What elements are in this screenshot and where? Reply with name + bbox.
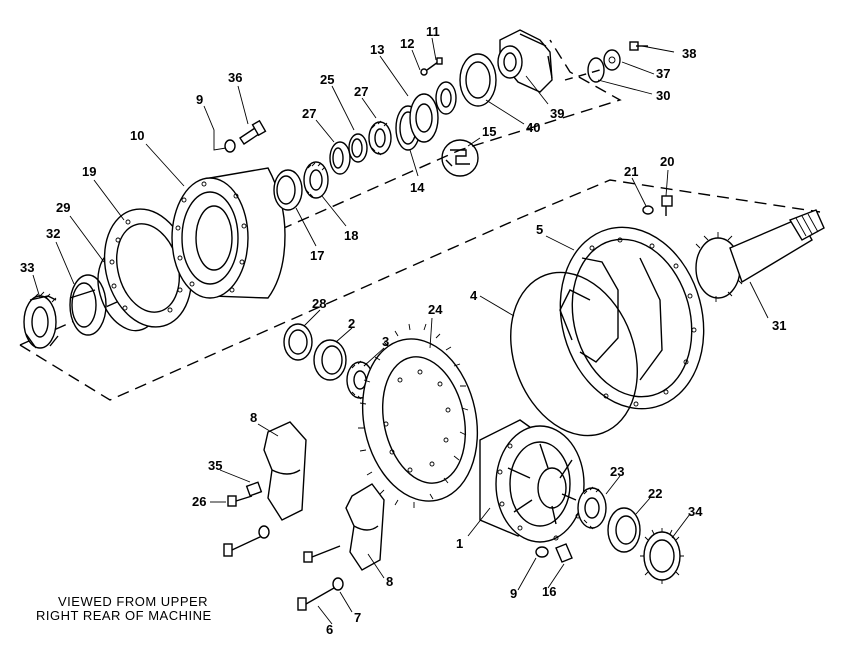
callout-35: 35 xyxy=(208,458,222,473)
callout-27-right: 27 xyxy=(354,84,368,99)
part-6-bolt xyxy=(297,587,335,611)
callout-14: 14 xyxy=(410,180,425,195)
callout-2: 2 xyxy=(348,316,355,331)
part-28-bearing-cup xyxy=(283,323,313,361)
callout-6: 6 xyxy=(326,622,333,637)
part-25-spacer xyxy=(348,133,368,163)
callout-22: 22 xyxy=(648,486,662,501)
callout-15: 15 xyxy=(482,124,496,139)
callout-23: 23 xyxy=(610,464,624,479)
part-26-bolt-lower xyxy=(223,525,270,557)
part-38-bolt xyxy=(629,41,648,51)
callout-8-upper: 8 xyxy=(250,410,257,425)
callout-36: 36 xyxy=(228,70,242,85)
callout-19: 19 xyxy=(82,164,96,179)
caption-line-1: VIEWED FROM UPPER xyxy=(58,594,208,609)
part-22-bearing-cup xyxy=(607,507,641,553)
callout-25: 25 xyxy=(320,72,334,87)
callout-13: 13 xyxy=(370,42,384,57)
part-35-lock-plate xyxy=(245,481,263,497)
callout-9-upper: 9 xyxy=(196,92,203,107)
callout-3: 3 xyxy=(382,334,389,349)
callout-12: 12 xyxy=(400,36,414,51)
part-8-bearing-cap-lower xyxy=(345,483,385,571)
callout-11: 11 xyxy=(426,24,440,39)
assembly-boundary-dashed-line xyxy=(19,39,821,401)
part-2-bearing-cup xyxy=(313,339,347,381)
callout-33: 33 xyxy=(20,260,34,275)
callout-20: 20 xyxy=(660,154,674,169)
part-8-bearing-cap-upper xyxy=(263,421,307,521)
part-10-bearing-cage-housing xyxy=(171,167,286,299)
part-9-washer-lower xyxy=(535,546,549,558)
part-12-lockwasher xyxy=(420,68,428,76)
part-27-spacer-ring xyxy=(329,141,351,175)
callout-1: 1 xyxy=(456,536,463,551)
part-17-bearing-cup xyxy=(273,169,303,211)
part-4-o-ring-gasket xyxy=(510,271,638,437)
callout-26: 26 xyxy=(192,494,206,509)
part-23-bearing-cone xyxy=(577,486,607,530)
callout-31: 31 xyxy=(772,318,786,333)
part-33-bearing-cone xyxy=(23,291,59,349)
part-26-bolt-upper xyxy=(227,495,253,507)
part-15-lock-plate-detail xyxy=(441,139,479,177)
part-7-washer xyxy=(332,577,344,591)
part-27-bearing-cone xyxy=(368,120,392,156)
callout-16: 16 xyxy=(542,584,556,599)
callout-21: 21 xyxy=(624,164,638,179)
part-5-differential-housing xyxy=(559,226,705,410)
part-1-differential-case xyxy=(479,419,585,543)
callout-40: 40 xyxy=(526,120,540,135)
part-bolt-cap-lower xyxy=(303,545,341,563)
part-40-seal-ring xyxy=(435,81,457,115)
part-9-washer-upper xyxy=(224,139,236,153)
callout-18: 18 xyxy=(344,228,358,243)
callout-27-left: 27 xyxy=(302,106,316,121)
caption-line-2: RIGHT REAR OF MACHINE xyxy=(36,608,212,623)
callout-38: 38 xyxy=(682,46,696,61)
callout-17: 17 xyxy=(310,248,324,263)
callout-39: 39 xyxy=(550,106,564,121)
part-30-o-ring xyxy=(587,57,605,83)
callout-9-lower: 9 xyxy=(510,586,517,601)
callout-37: 37 xyxy=(656,66,670,81)
part-37-washer xyxy=(603,49,621,71)
callout-34: 34 xyxy=(688,504,703,519)
callout-8-lower: 8 xyxy=(386,574,393,589)
part-31-pinion-shaft xyxy=(695,209,825,302)
part-24-ring-gear xyxy=(358,323,479,508)
callout-24: 24 xyxy=(428,302,443,317)
part-13-seal-retainer xyxy=(409,93,439,143)
part-20-bolt xyxy=(661,195,673,216)
part-11-bolt xyxy=(426,57,443,71)
callout-5: 5 xyxy=(536,222,543,237)
view-caption: VIEWED FROM UPPER RIGHT REAR OF MACHINE xyxy=(36,594,212,623)
part-40-seal-assembly xyxy=(459,53,497,107)
callout-labels: 33 32 29 19 10 9 36 27 25 27 13 12 11 14… xyxy=(20,24,786,637)
part-21-washer xyxy=(642,205,654,215)
part-18-bearing-cone xyxy=(303,161,329,199)
leader-lines xyxy=(32,37,769,625)
callout-28: 28 xyxy=(312,296,326,311)
callout-7: 7 xyxy=(354,610,361,625)
callout-29: 29 xyxy=(56,200,70,215)
part-34-adjusting-nut xyxy=(640,528,684,584)
callout-30: 30 xyxy=(656,88,670,103)
part-16-bolt xyxy=(555,543,573,563)
part-32-bearing-cup xyxy=(69,274,107,336)
callout-10: 10 xyxy=(130,128,144,143)
part-39-yoke-flange xyxy=(497,29,553,93)
part-36-bolt xyxy=(239,119,267,145)
callout-4: 4 xyxy=(470,288,478,303)
callout-32: 32 xyxy=(46,226,60,241)
